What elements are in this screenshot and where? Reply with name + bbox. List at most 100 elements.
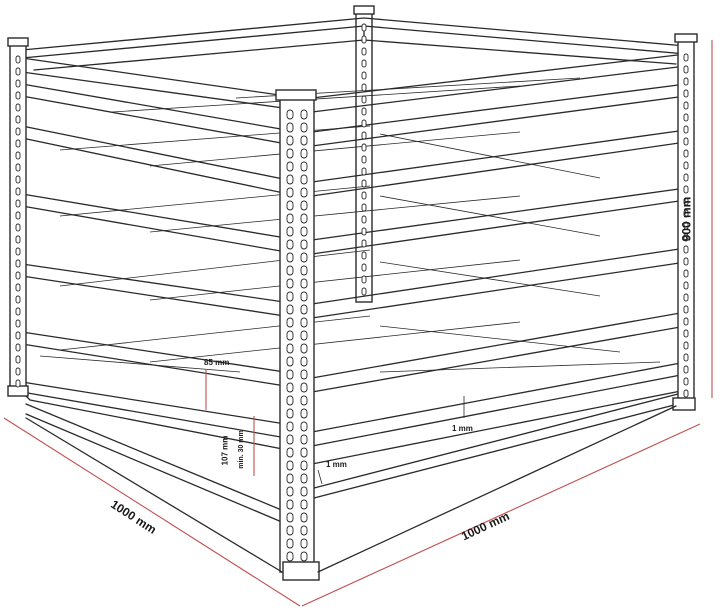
- post-slot-front: [286, 304, 294, 315]
- post-slot-front: [300, 200, 308, 211]
- post-slot-right: [683, 317, 689, 326]
- post-slot-front: [286, 356, 294, 367]
- post-slot-front: [286, 135, 294, 146]
- post-slot-right: [683, 389, 689, 398]
- post-slot-front: [300, 512, 308, 523]
- post-slot-front: [300, 265, 308, 276]
- post-slot-front: [286, 239, 294, 250]
- post-slot-left: [15, 91, 21, 100]
- post-slot-left: [15, 115, 21, 124]
- floor-base: [25, 405, 677, 573]
- post-perforations: [15, 23, 689, 562]
- post-slot-back: [361, 47, 367, 56]
- post-slot-back: [361, 83, 367, 92]
- post-slot-front: [286, 174, 294, 185]
- post-slot-back: [361, 95, 367, 104]
- post-slot-back: [361, 239, 367, 248]
- post-slot-back: [361, 131, 367, 140]
- post-slot-right: [683, 329, 689, 338]
- post-slot-front: [286, 161, 294, 172]
- post-slot-left: [15, 295, 21, 304]
- post-slot-left: [15, 187, 21, 196]
- post-slot-front: [286, 447, 294, 458]
- post-slot-left: [15, 199, 21, 208]
- dimension-lines: [3, 40, 713, 607]
- post-slot-left: [15, 175, 21, 184]
- post-slot-right: [683, 293, 689, 302]
- post-slot-back: [361, 263, 367, 272]
- post-slot-back: [361, 59, 367, 68]
- post-slot-front: [286, 330, 294, 341]
- post-slot-back: [361, 251, 367, 260]
- post-slot-front: [300, 447, 308, 458]
- post-slot-right: [683, 77, 689, 86]
- post-slot-back: [361, 287, 367, 296]
- post-slot-right: [683, 245, 689, 254]
- thickness-line-front: [317, 469, 323, 485]
- post-slot-back: [361, 275, 367, 284]
- post-slot-right: [683, 305, 689, 314]
- post-slot-back: [361, 23, 367, 32]
- post-slot-front: [286, 551, 294, 562]
- width-dimension-line: [301, 423, 701, 607]
- post-slot-front: [286, 291, 294, 302]
- shelf-levels: [21, 77, 687, 529]
- post-slot-left: [15, 331, 21, 340]
- post-slot-front: [300, 187, 308, 198]
- post-slot-front: [300, 109, 308, 120]
- post-slot-right: [683, 353, 689, 362]
- post-slot-front: [300, 395, 308, 406]
- post-slot-right: [683, 341, 689, 350]
- post-slot-left: [15, 247, 21, 256]
- post-slot-front: [300, 369, 308, 380]
- post-slot-right: [683, 365, 689, 374]
- post-slot-front: [300, 421, 308, 432]
- post-slot-back: [361, 203, 367, 212]
- post-slot-left: [15, 235, 21, 244]
- post-slot-right: [683, 173, 689, 182]
- post-slot-front: [286, 395, 294, 406]
- post-slot-right: [683, 65, 689, 74]
- post-slot-right: [683, 125, 689, 134]
- post-slot-front: [300, 356, 308, 367]
- post-slot-front: [300, 434, 308, 445]
- post-slot-left: [15, 283, 21, 292]
- post-slot-front: [286, 473, 294, 484]
- post-slot-front: [300, 122, 308, 133]
- post-slot-left: [15, 307, 21, 316]
- post-slot-front: [286, 213, 294, 224]
- post-slot-left: [15, 55, 21, 64]
- height-label: 900 mm: [679, 196, 694, 242]
- post-slot-front: [286, 486, 294, 497]
- post-slot-front: [286, 460, 294, 471]
- post-slot-left: [15, 139, 21, 148]
- post-slot-front: [300, 213, 308, 224]
- post-slot-front: [300, 525, 308, 536]
- post-slot-front: [300, 161, 308, 172]
- depth-dimension-line: [3, 417, 301, 607]
- post-slot-right: [683, 221, 689, 230]
- post-slot-left: [15, 127, 21, 136]
- beam-height-label: 85 mm: [204, 358, 230, 367]
- post-slot-front: [300, 343, 308, 354]
- post-slot-left: [15, 67, 21, 76]
- post-slot-back: [361, 227, 367, 236]
- post-slot-back: [361, 191, 367, 200]
- post-slot-front: [300, 226, 308, 237]
- post-slot-front: [286, 265, 294, 276]
- min-gap-label: min. 30 mm: [237, 430, 245, 469]
- post-front: [275, 89, 320, 581]
- post-slot-front: [300, 551, 308, 562]
- post-slot-front: [300, 499, 308, 510]
- top-frame: [21, 17, 687, 113]
- post-slot-back: [361, 215, 367, 224]
- post-slot-left: [15, 355, 21, 364]
- post-slot-right: [683, 89, 689, 98]
- thickness-label-back: 1 mm: [452, 424, 473, 433]
- post-slot-right: [683, 161, 689, 170]
- post-slot-front: [286, 187, 294, 198]
- post-slot-back: [361, 143, 367, 152]
- post-slot-left: [15, 223, 21, 232]
- post-slot-left: [15, 343, 21, 352]
